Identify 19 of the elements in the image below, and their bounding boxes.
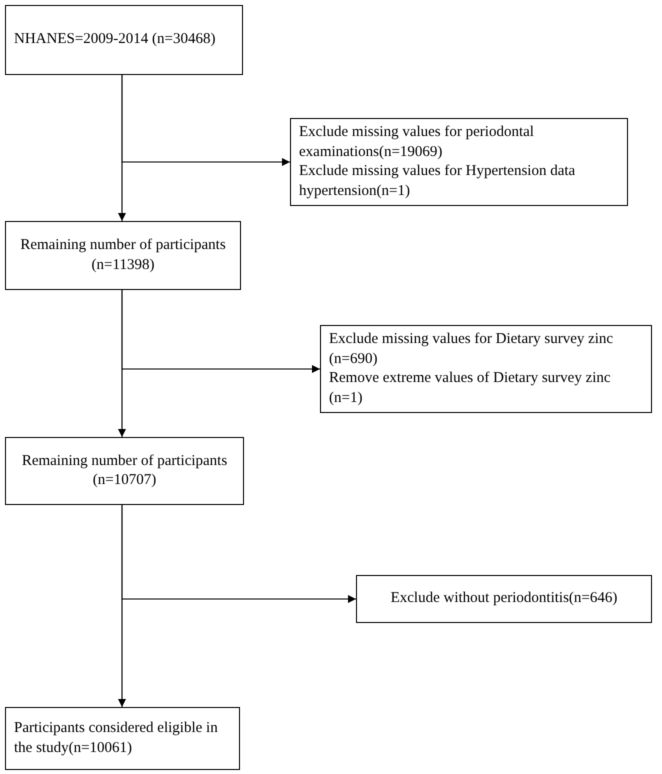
process-box [5, 221, 241, 290]
box-text: Remove extreme values of Dietary survey zinc (n=1) [329, 369, 612, 408]
process-box [5, 437, 244, 505]
box-text: Exclude without periodontitis(n=646) [390, 589, 618, 608]
arrow [121, 505, 356, 603]
box-text: Exclude missing values for Hypertension data hypertension(n=1) [299, 162, 576, 200]
box-text: Remaining number of participants (n=11398) [19, 236, 227, 274]
box-text: NHANES=2009-2014 (n=30468) [14, 30, 216, 50]
arrow [121, 290, 320, 373]
process-box [5, 5, 243, 75]
box-text: Exclude missing values for periodontal examinations(n=19069) [299, 123, 535, 162]
arrow [121, 75, 290, 166]
box-text: Exclude missing values for Dietary survey zinc (n=690) [329, 330, 614, 368]
box-text: Remaining number of participants (n=10707) [20, 452, 228, 490]
exclusion-box [320, 325, 652, 413]
box-text: Participants considered eligible in the study(n=10061) [14, 719, 219, 758]
process-box [5, 707, 240, 770]
exclusion-box [356, 575, 652, 623]
exclusion-box [290, 118, 628, 206]
